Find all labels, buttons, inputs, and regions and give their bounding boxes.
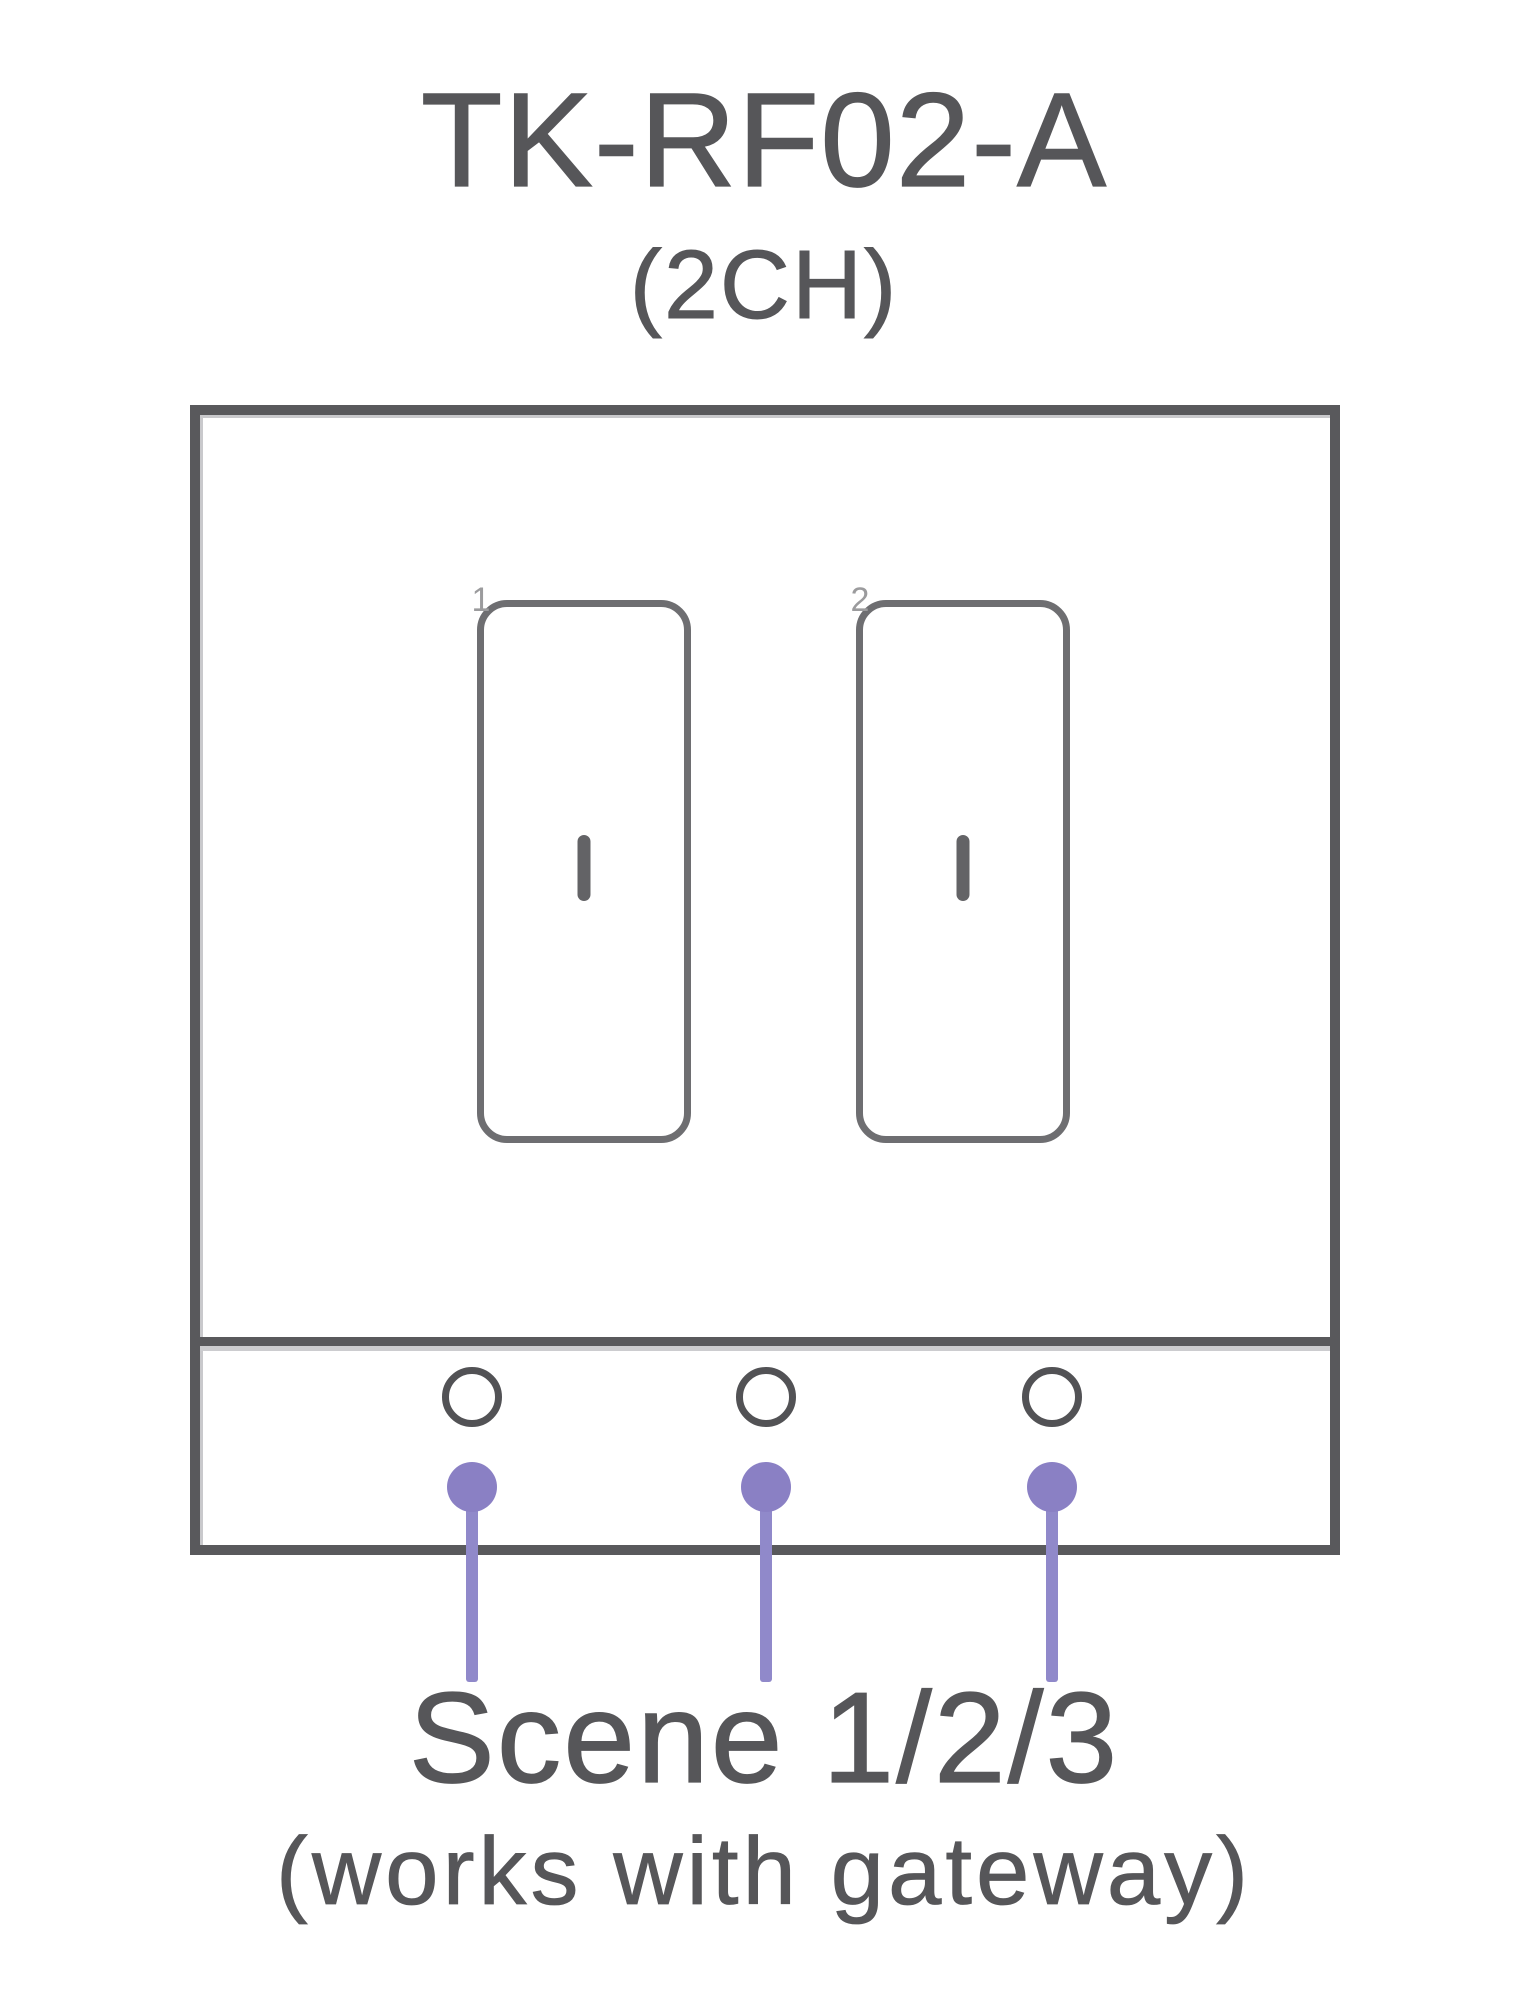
rocker-button-2-indicator <box>956 835 970 901</box>
panel-divider-line <box>200 1337 1330 1351</box>
switch-panel-outline <box>190 405 1340 1555</box>
rocker-button-2-label: 2 <box>850 581 870 619</box>
scene-button-1-icon <box>442 1367 502 1427</box>
callout-pin-2-head <box>741 1462 791 1512</box>
callout-pin-1-stem <box>466 1487 478 1682</box>
channel-count-subtitle: (2CH) <box>629 230 899 339</box>
scene-caption: Scene 1/2/3 <box>408 1666 1120 1810</box>
callout-pin-1-head <box>447 1462 497 1512</box>
callout-pin-3-stem <box>1046 1487 1058 1682</box>
scene-button-2-icon <box>736 1367 796 1427</box>
scene-button-3-icon <box>1022 1367 1082 1427</box>
rocker-button-1-label: 1 <box>471 581 491 619</box>
gateway-caption: (works with gateway) <box>275 1818 1253 1925</box>
rocker-button-1: 1 <box>472 583 691 1143</box>
product-model-title: TK-RF02-A <box>420 66 1108 215</box>
rocker-button-2: 2 <box>851 583 1070 1143</box>
callout-pin-3-head <box>1027 1462 1077 1512</box>
callout-pin-2-stem <box>760 1487 772 1682</box>
rocker-button-1-indicator <box>577 835 591 901</box>
